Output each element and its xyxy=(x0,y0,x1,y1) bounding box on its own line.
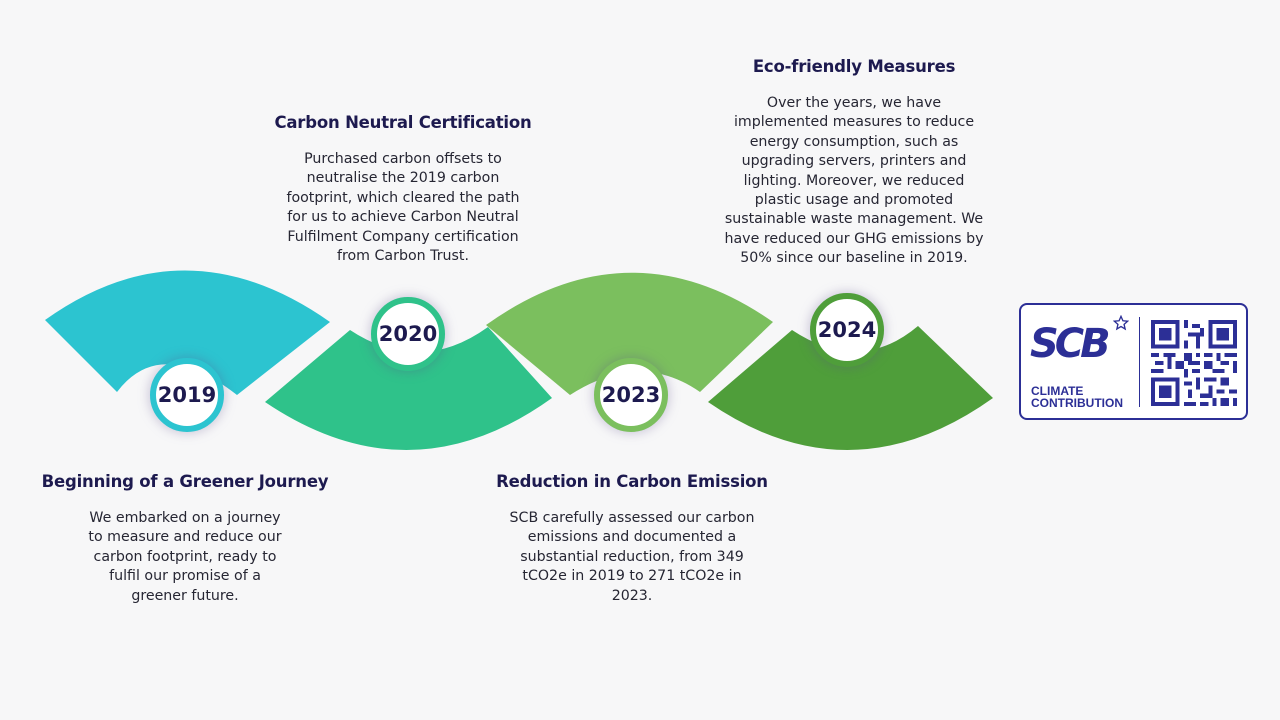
year-label: 2020 xyxy=(378,322,438,346)
scb-climate-badge: SCB CLIMATE CONTRIBUTION xyxy=(1019,303,1248,420)
qr-code-icon xyxy=(1151,320,1237,406)
wave-segment-2019 xyxy=(45,270,330,395)
badge-line1: CLIMATE xyxy=(1031,384,1084,398)
milestone-text: Over the years, we have implemented meas… xyxy=(724,95,984,267)
badge-line2: CONTRIBUTION xyxy=(1031,396,1123,410)
year-circle-2023: 2023 xyxy=(594,358,668,432)
milestone-2019: Beginning of a Greener Journey We embark… xyxy=(40,472,330,606)
year-circle-2024: 2024 xyxy=(810,293,884,367)
wave-segment-2024 xyxy=(708,326,993,451)
badge-divider xyxy=(1139,317,1140,407)
badge-subtitle: CLIMATE CONTRIBUTION xyxy=(1031,385,1141,409)
star-icon xyxy=(1113,315,1129,331)
wave-segment-2020 xyxy=(265,327,552,451)
wave-segment-2023 xyxy=(486,272,773,395)
milestone-title: Carbon Neutral Certification xyxy=(274,113,532,132)
milestone-text: Purchased carbon offsets to neutralise t… xyxy=(286,151,520,265)
milestone-title: Eco-friendly Measures xyxy=(752,57,956,76)
year-label: 2019 xyxy=(157,383,217,407)
year-label: 2023 xyxy=(601,383,661,407)
milestone-text: SCB carefully assessed our carbon emissi… xyxy=(509,510,755,604)
milestone-text: We embarked on a journey to measure and … xyxy=(88,510,282,604)
milestone-title: Reduction in Carbon Emission xyxy=(496,472,768,491)
year-circle-2019: 2019 xyxy=(150,358,224,432)
year-circle-2020: 2020 xyxy=(371,297,445,371)
milestone-2024: Eco-friendly Measures Over the years, we… xyxy=(712,57,996,269)
year-label: 2024 xyxy=(817,318,877,342)
milestone-title: Beginning of a Greener Journey xyxy=(41,472,329,491)
scb-logo: SCB xyxy=(1030,321,1111,367)
milestone-2023: Reduction in Carbon Emission SCB careful… xyxy=(490,472,774,606)
milestone-2020: Carbon Neutral Certification Purchased c… xyxy=(262,113,544,266)
